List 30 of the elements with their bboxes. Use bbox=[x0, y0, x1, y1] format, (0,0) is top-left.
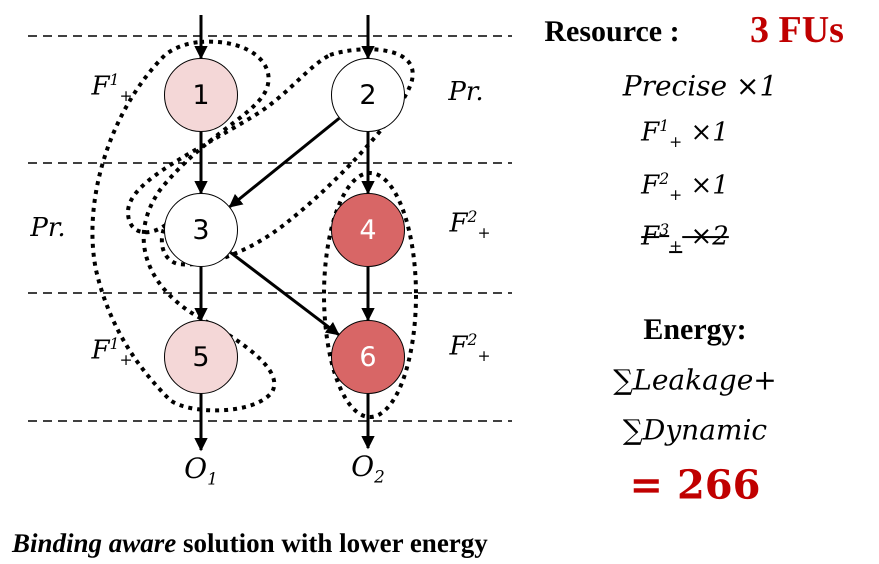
arrow bbox=[194, 394, 208, 452]
resource-text: ∑Leakage+ bbox=[613, 364, 777, 396]
resource-text: Resource : bbox=[544, 15, 680, 49]
arrow bbox=[361, 132, 375, 194]
resource-text: Precise ×1 bbox=[622, 70, 778, 102]
resource-text: F$^{2}$$_{+}$ ×1 bbox=[641, 170, 729, 204]
resource-text: 3 FUs bbox=[750, 8, 844, 52]
operation-node: 2 bbox=[331, 58, 405, 132]
arrow bbox=[361, 15, 375, 60]
unit-label: Pr. bbox=[448, 77, 484, 107]
operation-node: 1 bbox=[164, 58, 238, 132]
operation-node: 5 bbox=[164, 320, 238, 394]
caption: Binding aware solution with lower energy bbox=[12, 528, 488, 559]
arrow bbox=[228, 117, 340, 208]
resource-text: = 266 bbox=[630, 462, 760, 508]
resource-text: F$^{3}$$_{+}$ ×2 bbox=[641, 221, 729, 255]
operation-node: 4 bbox=[331, 193, 405, 267]
arrow bbox=[194, 15, 208, 60]
arrow bbox=[361, 267, 375, 322]
arrow bbox=[194, 267, 208, 322]
unit-label: Pr. bbox=[30, 213, 66, 243]
resource-text: F$^{1}$$_{+}$ ×1 bbox=[641, 117, 729, 151]
output-label: O$_{2}$ bbox=[338, 448, 398, 488]
arrow bbox=[194, 132, 208, 194]
operation-node: 3 bbox=[164, 193, 238, 267]
operation-node: 6 bbox=[331, 320, 405, 394]
resource-text: Energy: bbox=[643, 313, 747, 347]
output-label: O$_{1}$ bbox=[171, 450, 231, 490]
arrow bbox=[230, 251, 340, 336]
resource-text: ∑Dynamic bbox=[622, 414, 768, 446]
